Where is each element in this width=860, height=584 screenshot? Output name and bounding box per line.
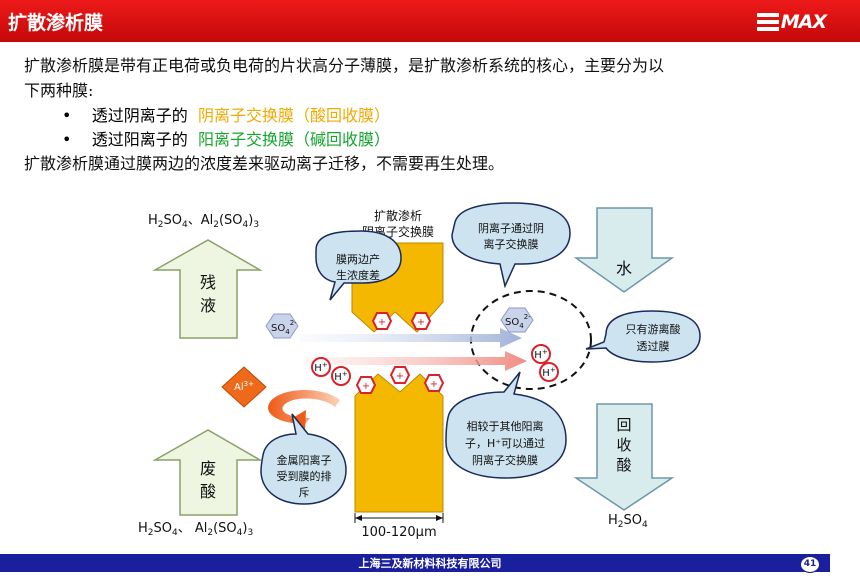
sulfate-transport-arrow bbox=[300, 328, 522, 348]
bottom-right-formula: H2SO4 bbox=[608, 513, 648, 530]
proton-ion-1 bbox=[311, 357, 331, 377]
proton-ion-4 bbox=[539, 362, 559, 382]
bullet-dot-icon: • bbox=[62, 130, 72, 149]
waste-acid-label-2: 酸 bbox=[200, 482, 216, 501]
membrane-lower bbox=[354, 373, 444, 513]
title-bar: 扩散渗析膜 MAX bbox=[0, 0, 860, 42]
intro-line-3: 扩散渗析膜通过膜两边的浓度差来驱动离子迁移，不需要再生处理。 bbox=[24, 154, 505, 173]
bottom-left-formula: H2SO4、 Al2(SO4)3 bbox=[138, 521, 253, 538]
bullet-anion: • 透过阴离子的 阴离子交换膜（酸回收膜） bbox=[62, 102, 390, 126]
svg-text:+: + bbox=[396, 371, 404, 382]
bullet-cation: • 透过阳离子的 阳离子交换膜（碱回收膜） bbox=[62, 126, 390, 150]
callout-h-pass-2: 子，H⁺可以通过 bbox=[465, 437, 545, 450]
recovered-acid-label-3: 酸 bbox=[616, 456, 631, 474]
footer-company: 上海三及新材料科技有限公司 bbox=[358, 557, 502, 570]
bullet-cation-highlight: 阳离子交换膜（碱回收膜） bbox=[197, 130, 390, 149]
recovered-acid-label-2: 收 bbox=[616, 436, 631, 454]
logo-lines-icon bbox=[756, 13, 779, 31]
callout-h-pass-3: 阴离子交换膜 bbox=[472, 453, 538, 467]
page-number: 41 bbox=[800, 556, 820, 573]
residual-arrow-up bbox=[152, 239, 263, 339]
callout-metal-repel bbox=[260, 413, 347, 505]
bullet-dot-icon: • bbox=[62, 106, 72, 125]
sulfate-ion-right bbox=[500, 307, 534, 333]
callout-anion-pass-1: 阴离子通过阴 bbox=[478, 221, 544, 235]
callout-anion-pass-2: 离子交换膜 bbox=[484, 237, 539, 251]
water-label: 水 bbox=[616, 259, 632, 278]
residual-label-1: 残 bbox=[200, 273, 216, 292]
waste-acid-label-1: 废 bbox=[200, 459, 216, 478]
thickness-label: 100-120μm bbox=[361, 525, 436, 540]
svg-text:+: + bbox=[378, 317, 386, 328]
callout-free-acid-2: 透过膜 bbox=[637, 340, 670, 353]
recovered-acid-label-1: 回 bbox=[616, 416, 631, 434]
callout-anion-pass bbox=[451, 202, 571, 289]
proton-transport-arrow bbox=[305, 351, 527, 371]
proton-ion-3 bbox=[531, 344, 551, 364]
water-arrow-down bbox=[573, 207, 675, 293]
callout-h-pass-1: 相较于其他阳离 bbox=[467, 419, 544, 433]
callout-metal-repel-1: 金属阳离子 bbox=[277, 453, 332, 467]
callout-concentration-1: 膜两边产 bbox=[336, 252, 380, 266]
callout-metal-repel-2: 受到膜的排 bbox=[277, 469, 332, 483]
brand-logo: MAX bbox=[756, 10, 827, 34]
residual-label-2: 液 bbox=[200, 296, 216, 315]
intro-line-2: 下两种膜: bbox=[24, 81, 94, 100]
footer-bar: 上海三及新材料科技有限公司 bbox=[0, 554, 860, 572]
callout-free-acid-1: 只有游离酸 bbox=[626, 322, 681, 336]
waste-acid-arrow-up bbox=[152, 429, 263, 516]
proton-ion-2 bbox=[331, 366, 351, 386]
fixed-charges: + + + + + bbox=[355, 312, 445, 394]
bullet-anion-highlight: 阴离子交换膜（酸回收膜） bbox=[197, 106, 390, 125]
callout-free-acid bbox=[585, 310, 701, 363]
repulsion-arc-arrow bbox=[268, 390, 340, 424]
intro-line-1: 扩散渗析膜是带有正电荷或负电荷的片状高分子薄膜，是扩散渗析系统的核心，主要分为以 bbox=[24, 56, 665, 75]
recovered-acid-arrow-down bbox=[573, 403, 675, 511]
footer-corner bbox=[830, 554, 860, 584]
aluminum-ion bbox=[221, 366, 267, 408]
logo-text: MAX bbox=[780, 11, 827, 33]
callout-h-pass bbox=[445, 371, 567, 479]
sulfate-ion-left bbox=[265, 313, 299, 339]
callout-metal-repel-3: 斥 bbox=[299, 486, 310, 499]
bullet-anion-prefix: 透过阴离子的 bbox=[91, 106, 188, 125]
callout-concentration-2: 生浓度差 bbox=[336, 268, 380, 282]
bullet-cation-prefix: 透过阳离子的 bbox=[91, 130, 188, 149]
svg-text:+: + bbox=[430, 379, 438, 390]
membrane-label-1: 扩散渗析 bbox=[374, 208, 422, 223]
svg-text:+: + bbox=[417, 317, 425, 328]
callout-concentration bbox=[315, 230, 402, 301]
svg-text:+: + bbox=[362, 381, 370, 392]
page-title: 扩散渗析膜 bbox=[8, 12, 104, 34]
top-left-formula: H2SO4、Al2(SO4)3 bbox=[148, 213, 259, 230]
